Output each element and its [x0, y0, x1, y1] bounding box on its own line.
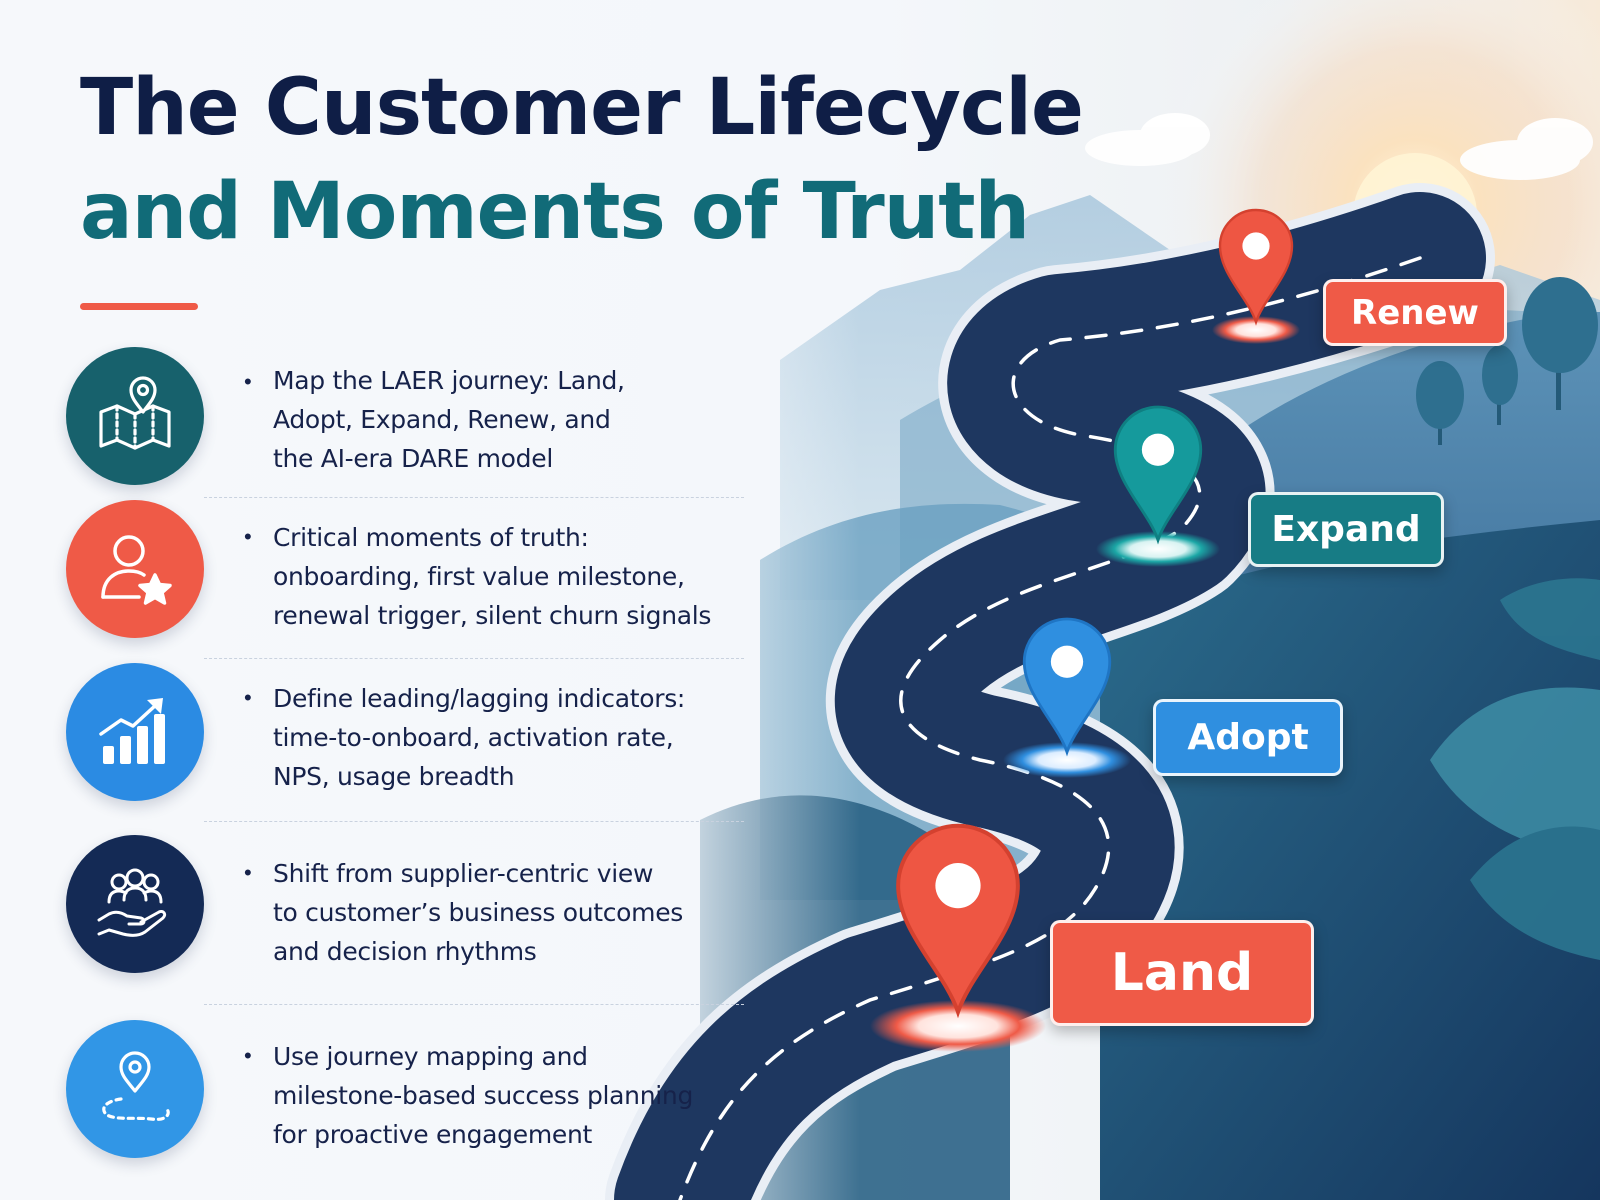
list-item: • Critical moments of truth: onboarding,… — [66, 500, 744, 659]
icon-circle — [66, 500, 204, 638]
icon-circle — [66, 663, 204, 801]
list-item: • Map the LAER journey: Land, Adopt, Exp… — [66, 345, 744, 500]
item-text: Define leading/lagging indicators: time-… — [273, 684, 686, 791]
divider — [204, 497, 744, 498]
bullet: • — [244, 369, 252, 394]
route-pin-icon — [102, 1051, 170, 1121]
expand-ring — [1096, 531, 1220, 567]
map-pin-icon — [99, 376, 171, 450]
renew-pin-icon — [1218, 208, 1294, 326]
adopt-ring — [1003, 742, 1131, 778]
hand-people-icon — [97, 868, 167, 937]
stage-label-renew: Renew — [1323, 279, 1507, 346]
land-ring — [870, 1000, 1046, 1052]
land-pin-icon — [896, 823, 1020, 1019]
growth-chart-icon — [99, 698, 165, 764]
bullet: • — [244, 860, 252, 885]
item-text: Critical moments of truth: onboarding, f… — [273, 523, 712, 630]
item-text: Map the LAER journey: Land, Adopt, Expan… — [273, 366, 625, 473]
adopt-pin-icon — [1022, 617, 1112, 757]
divider — [204, 658, 744, 659]
icon-circle — [66, 347, 204, 485]
title-line-2: and Moments of Truth — [80, 167, 1030, 257]
stage-label-adopt: Adopt — [1153, 699, 1343, 776]
page-title: The Customer Lifecycle and Moments of Tr… — [80, 56, 1084, 264]
stage-label-land: Land — [1050, 920, 1314, 1026]
stage-label-expand: Expand — [1248, 492, 1444, 567]
icon-circle — [66, 835, 204, 973]
divider — [204, 1004, 744, 1005]
item-text: Use journey mapping and milestone-based … — [273, 1042, 694, 1149]
bullet: • — [244, 685, 252, 710]
title-accent-bar — [80, 303, 198, 310]
list-item: • Shift from supplier-centric view to cu… — [66, 810, 744, 1005]
road-centerline — [678, 256, 1422, 1200]
title-line-1: The Customer Lifecycle — [80, 63, 1084, 153]
list-item: • Use journey mapping and milestone-base… — [66, 965, 726, 1158]
user-star-icon — [101, 535, 172, 605]
divider — [204, 821, 744, 822]
item-text: Shift from supplier-centric view to cust… — [273, 859, 684, 966]
bullet: • — [244, 524, 252, 549]
expand-pin-icon — [1113, 405, 1203, 545]
bullet: • — [244, 1043, 252, 1068]
icon-circle — [66, 1020, 204, 1158]
key-points-list: • Map the LAER journey: Land, Adopt, Exp… — [66, 345, 744, 1158]
renew-ring — [1212, 316, 1300, 344]
list-item: • Define leading/lagging indicators: tim… — [66, 655, 744, 822]
